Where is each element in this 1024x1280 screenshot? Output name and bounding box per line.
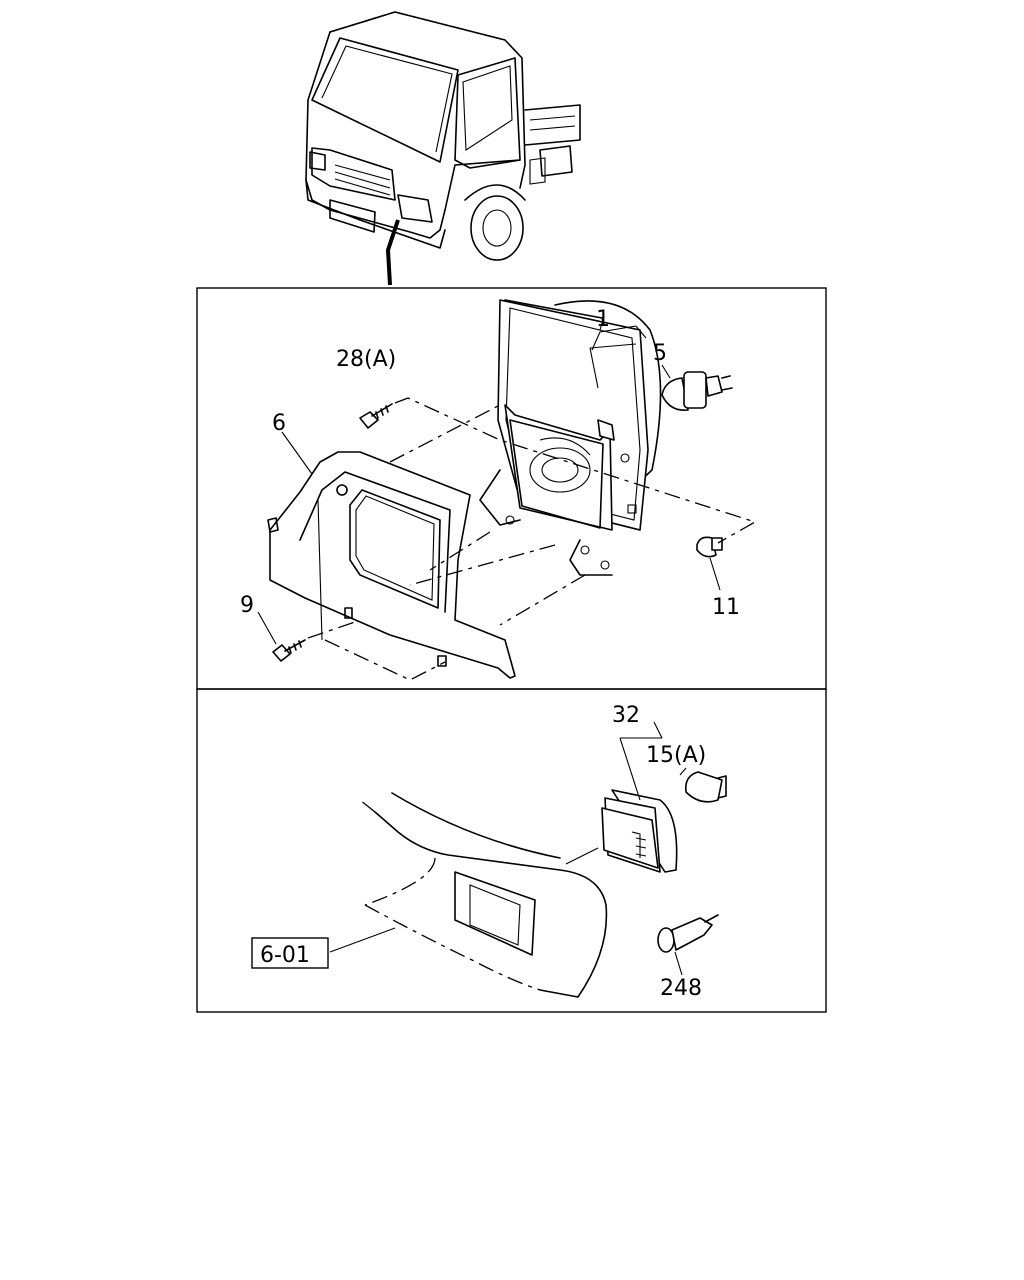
headlamp-assembly — [479, 299, 662, 576]
label-part-15a: 15(A) — [646, 743, 706, 768]
label-part-5: 5 — [653, 341, 667, 366]
screw-28a — [359, 403, 393, 429]
truck-overview — [305, 11, 581, 286]
label-part-9: 9 — [240, 593, 254, 618]
socket-248 — [657, 914, 719, 953]
upper-leaders — [257, 315, 757, 681]
label-part-32: 32 — [612, 703, 640, 728]
bumper-section — [359, 792, 608, 998]
lower-leaders — [329, 721, 687, 976]
ref-6-01-box — [251, 937, 329, 969]
clearance-lamp-32 — [601, 789, 678, 873]
label-part-1: 1 — [596, 307, 610, 332]
screw-9 — [272, 639, 306, 662]
clip-11 — [696, 536, 723, 558]
label-part-6: 6 — [272, 411, 286, 436]
bulb-15a — [684, 771, 727, 803]
label-part-248: 248 — [660, 976, 702, 1001]
label-ref-6-01: 6-01 — [260, 943, 310, 968]
bulb-5 — [661, 371, 733, 412]
bezel-6 — [267, 451, 516, 679]
label-part-11: 11 — [712, 595, 740, 620]
lower-detail-frame — [196, 688, 827, 1013]
label-part-28a: 28(A) — [336, 347, 396, 372]
